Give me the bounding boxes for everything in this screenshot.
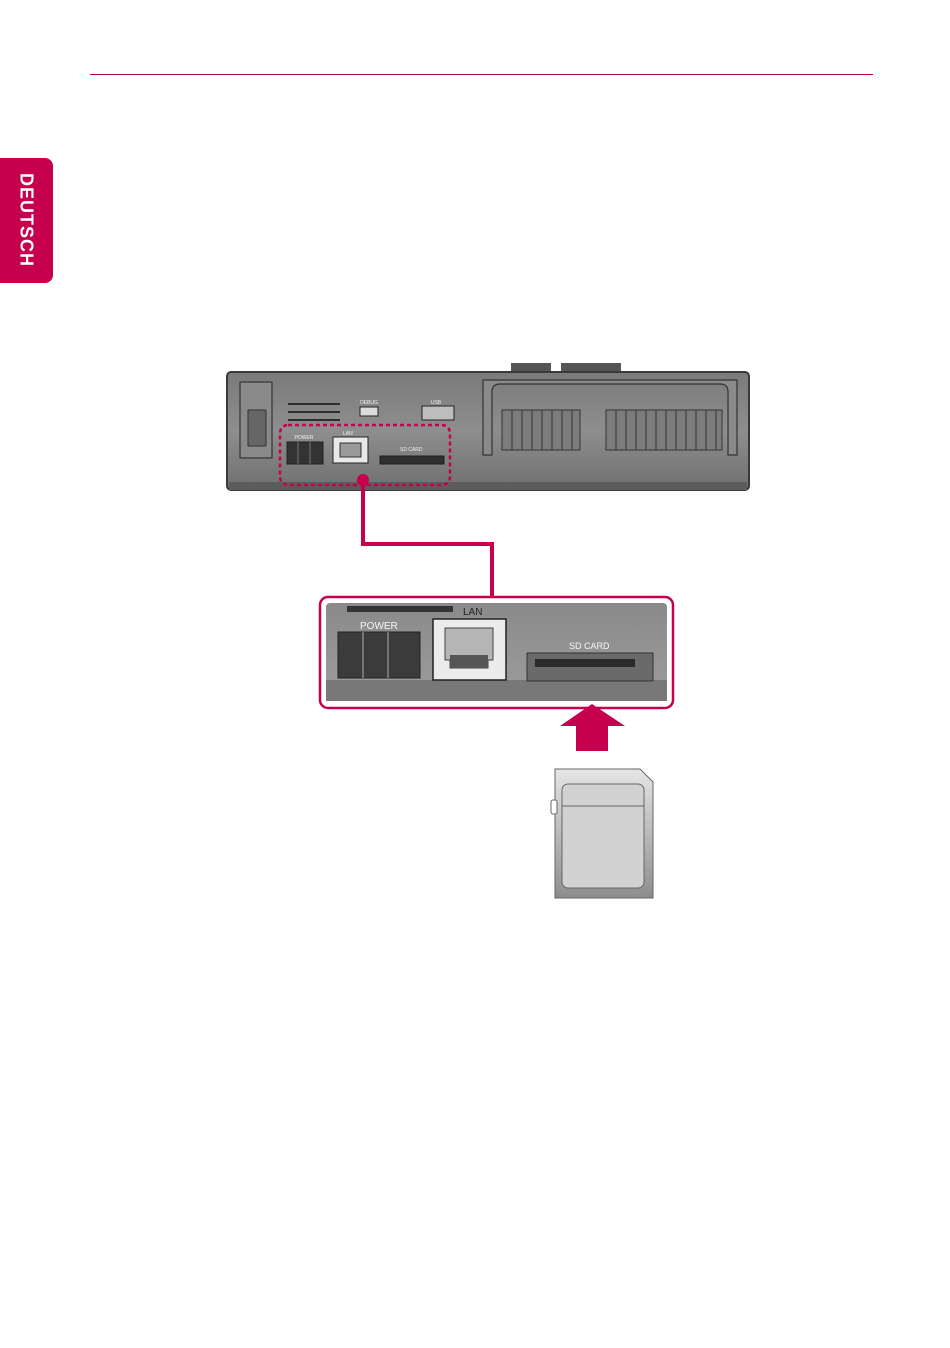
detail-power-label: POWER: [360, 621, 398, 632]
power-port-label: POWER: [295, 435, 314, 441]
sd-slot-label: SD CARD: [400, 447, 423, 453]
detail-zoom-view: POWER LAN SD CARD: [320, 597, 673, 708]
device-front-view: DEBUG USB POWER LAN SD CARD: [227, 363, 749, 490]
terminal-blocks-left: [502, 410, 580, 450]
detail-sd-card-label: SD CARD: [569, 641, 610, 651]
sd-card-icon: [551, 769, 653, 898]
lan-port-label: LAN: [343, 431, 353, 437]
callout-connector: [357, 474, 492, 597]
arrow-up-icon: [560, 704, 625, 751]
usb-port-label: USB: [431, 400, 442, 406]
detail-lan-label: LAN: [463, 607, 482, 618]
terminal-blocks-right: [606, 410, 722, 450]
debug-port-label: DEBUG: [360, 400, 378, 406]
